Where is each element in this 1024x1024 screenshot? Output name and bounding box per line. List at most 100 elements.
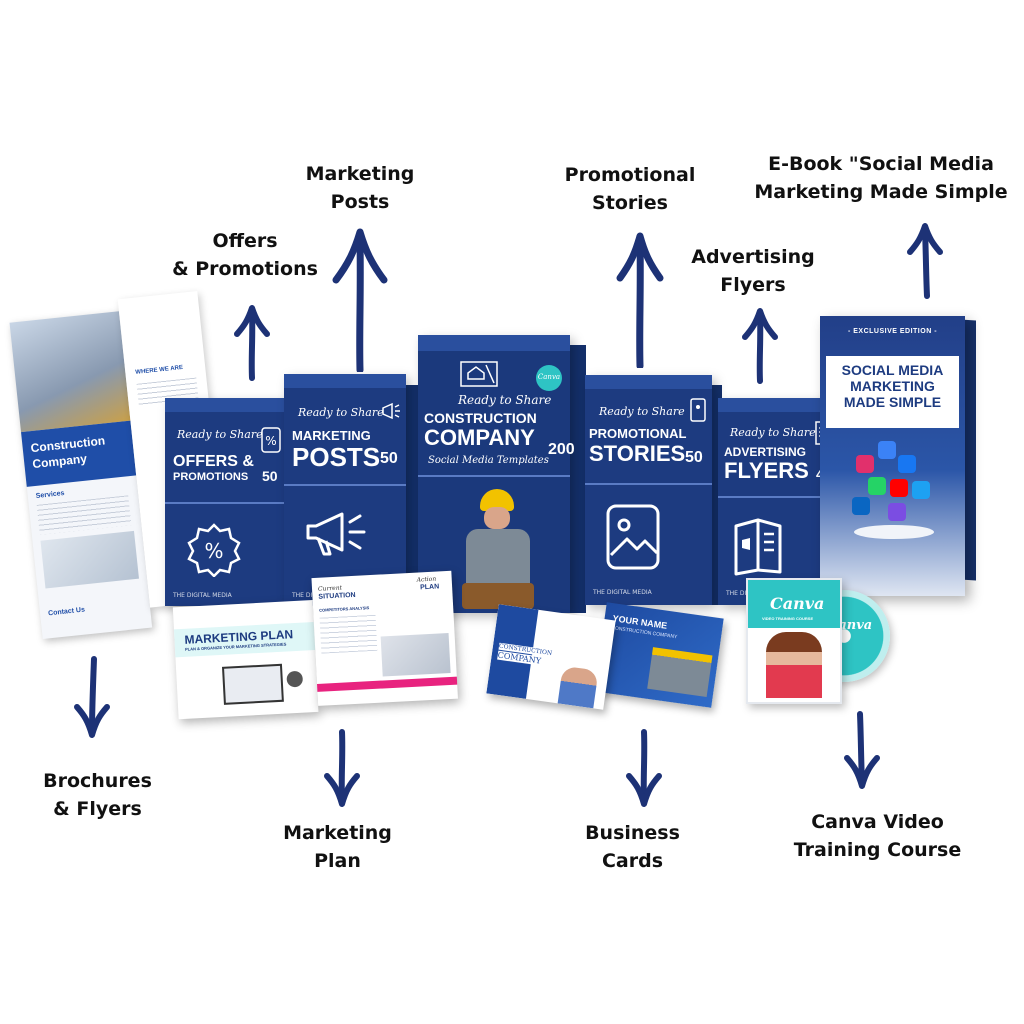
megaphone-icon <box>306 512 366 556</box>
megaphone-small-icon <box>382 402 400 420</box>
flyers-title: ADVERTISING <box>724 445 807 459</box>
offers-title: PROMOTIONS <box>173 471 249 483</box>
instagram-icon <box>856 455 874 473</box>
box-band <box>165 502 287 504</box>
construction-worker-photo <box>458 485 538 613</box>
label-line: Business <box>585 822 680 844</box>
main-script: Ready to Share <box>458 393 552 407</box>
label-line: Brochures <box>43 770 152 792</box>
label-line: Stories <box>592 192 668 214</box>
label-line: Offers <box>212 230 278 252</box>
box-band <box>718 496 837 498</box>
plan-action: Action <box>416 575 437 584</box>
worker-face <box>484 507 510 529</box>
marketing-plan-mockup: MARKETING PLAN PLAN & ORGANIZE YOUR MARK… <box>172 570 459 720</box>
flyers-title: FLYERS <box>724 458 809 483</box>
offers-title: OFFERS & <box>173 453 254 470</box>
posts-title: MARKETING <box>292 428 371 443</box>
brochure-photo <box>9 311 131 433</box>
dvd-case-header: Canva VIDEO TRAINING COURSE <box>748 580 840 628</box>
arrow-up-icon <box>234 305 270 381</box>
main-count: 200 <box>548 441 575 458</box>
worker-shirt <box>466 529 530 589</box>
arrow-up-icon <box>616 232 664 368</box>
plan-competitors: COMPETITORS ANALYSIS <box>319 605 370 613</box>
whatsapp-icon <box>868 477 886 495</box>
arrow-down-icon <box>324 729 360 807</box>
plan-laptop <box>221 663 284 705</box>
label-line: Promotional <box>564 164 696 186</box>
plan-title-strip: MARKETING PLAN PLAN & ORGANIZE YOUR MARK… <box>173 622 316 658</box>
label-line: Marketing Made Simple <box>754 181 1008 203</box>
flyers-script: Ready to Share <box>730 426 816 439</box>
plan-text-lines <box>319 614 378 654</box>
ebook-title-box: SOCIAL MEDIA MARKETING MADE SIMPLE <box>826 356 959 428</box>
canva-badge: Canva <box>536 365 562 391</box>
label-line: & Promotions <box>172 258 318 280</box>
plan-dot <box>286 670 304 688</box>
card-person-photo <box>557 665 599 709</box>
label-marketing-posts: Marketing Posts <box>295 160 425 216</box>
facebook-icon <box>898 455 916 473</box>
brochure-contact-heading: Contact Us <box>47 606 86 618</box>
plan-situation: SITUATION <box>318 591 356 601</box>
business-card-front: CONSTRUCTION COMPANY <box>486 604 616 710</box>
instructor-photo <box>766 632 822 698</box>
box-top <box>284 374 406 388</box>
offers-script: Ready to Share <box>177 428 263 441</box>
discount-badge-icon: % <box>187 523 241 577</box>
twitter-icon <box>912 481 930 499</box>
plan-left-page: MARKETING PLAN PLAN & ORGANIZE YOUR MARK… <box>172 600 319 720</box>
youtube-icon <box>890 479 908 497</box>
ebook-title: SOCIAL MEDIA <box>841 362 944 378</box>
ebook-cover: - EXCLUSIVE EDITION - SOCIAL MEDIA MARKE… <box>820 316 965 596</box>
posts-title: POSTS <box>292 442 381 472</box>
label-business-cards: Business Cards <box>575 819 690 875</box>
construction-company-box: Ready to Share CONSTRUCTION COMPANY Soci… <box>418 335 575 613</box>
brand-text: THE DIGITAL MEDIA <box>593 589 652 596</box>
brochure-services-heading: Services <box>35 489 65 500</box>
label-line: Marketing <box>283 822 392 844</box>
arrow-up-icon <box>907 223 943 299</box>
box-band <box>284 484 406 486</box>
hard-hat <box>480 489 514 511</box>
business-card-back: YOUR NAME CONSTRUCTION COMPANY <box>594 602 724 708</box>
posts-box-side <box>404 385 418 607</box>
offers-box: Ready to Share OFFERS & PROMOTIONS 50 % … <box>165 398 287 606</box>
arrow-down-icon <box>626 729 662 807</box>
arrow-down-icon <box>74 656 110 738</box>
brochure-title: Construction <box>30 433 106 456</box>
offers-count: 50 <box>262 468 278 484</box>
box-top <box>418 335 570 351</box>
plan-current: Current <box>317 584 343 593</box>
dvd-case: Canva VIDEO TRAINING COURSE <box>746 578 842 704</box>
arrow-up-icon <box>332 228 388 372</box>
blueprint-house-icon <box>460 361 498 387</box>
advertising-flyers-box: Ready to Share ADVERTISING FLYERS 40 THE… <box>718 398 837 605</box>
plan-right-page: Current SITUATION Action PLAN COMPETITOR… <box>311 570 458 706</box>
svg-text:%: % <box>204 539 223 563</box>
card-workers-photo <box>647 647 713 698</box>
label-promotional-stories: Promotional Stories <box>560 161 700 217</box>
percent-icon: % <box>261 427 281 453</box>
arrow-down-icon <box>844 711 880 789</box>
label-advertising-flyers: Advertising Flyers <box>683 243 823 299</box>
main-subtitle: Social Media Templates <box>428 455 549 466</box>
stories-count: 50 <box>685 449 703 466</box>
brochure-title-block: Construction Company <box>21 420 137 487</box>
label-offers-promotions: Offers & Promotions <box>170 227 320 283</box>
arrow-up-icon <box>742 308 778 384</box>
box-top <box>585 375 712 389</box>
svg-text:%: % <box>265 434 276 448</box>
ebook-title: MADE SIMPLE <box>843 394 942 410</box>
pinterest-icon <box>888 503 906 521</box>
label-line: Training Course <box>793 839 962 861</box>
main-title: CONSTRUCTION <box>424 410 537 426</box>
stories-script: Ready to Share <box>599 405 685 418</box>
ebook-edition: - EXCLUSIVE EDITION - <box>847 328 938 335</box>
linkedin-icon <box>852 497 870 515</box>
plan-pink-bar <box>317 676 458 692</box>
label-line: Posts <box>330 191 390 213</box>
plan-meeting-photo <box>380 632 451 677</box>
label-line: Marketing <box>305 163 415 185</box>
